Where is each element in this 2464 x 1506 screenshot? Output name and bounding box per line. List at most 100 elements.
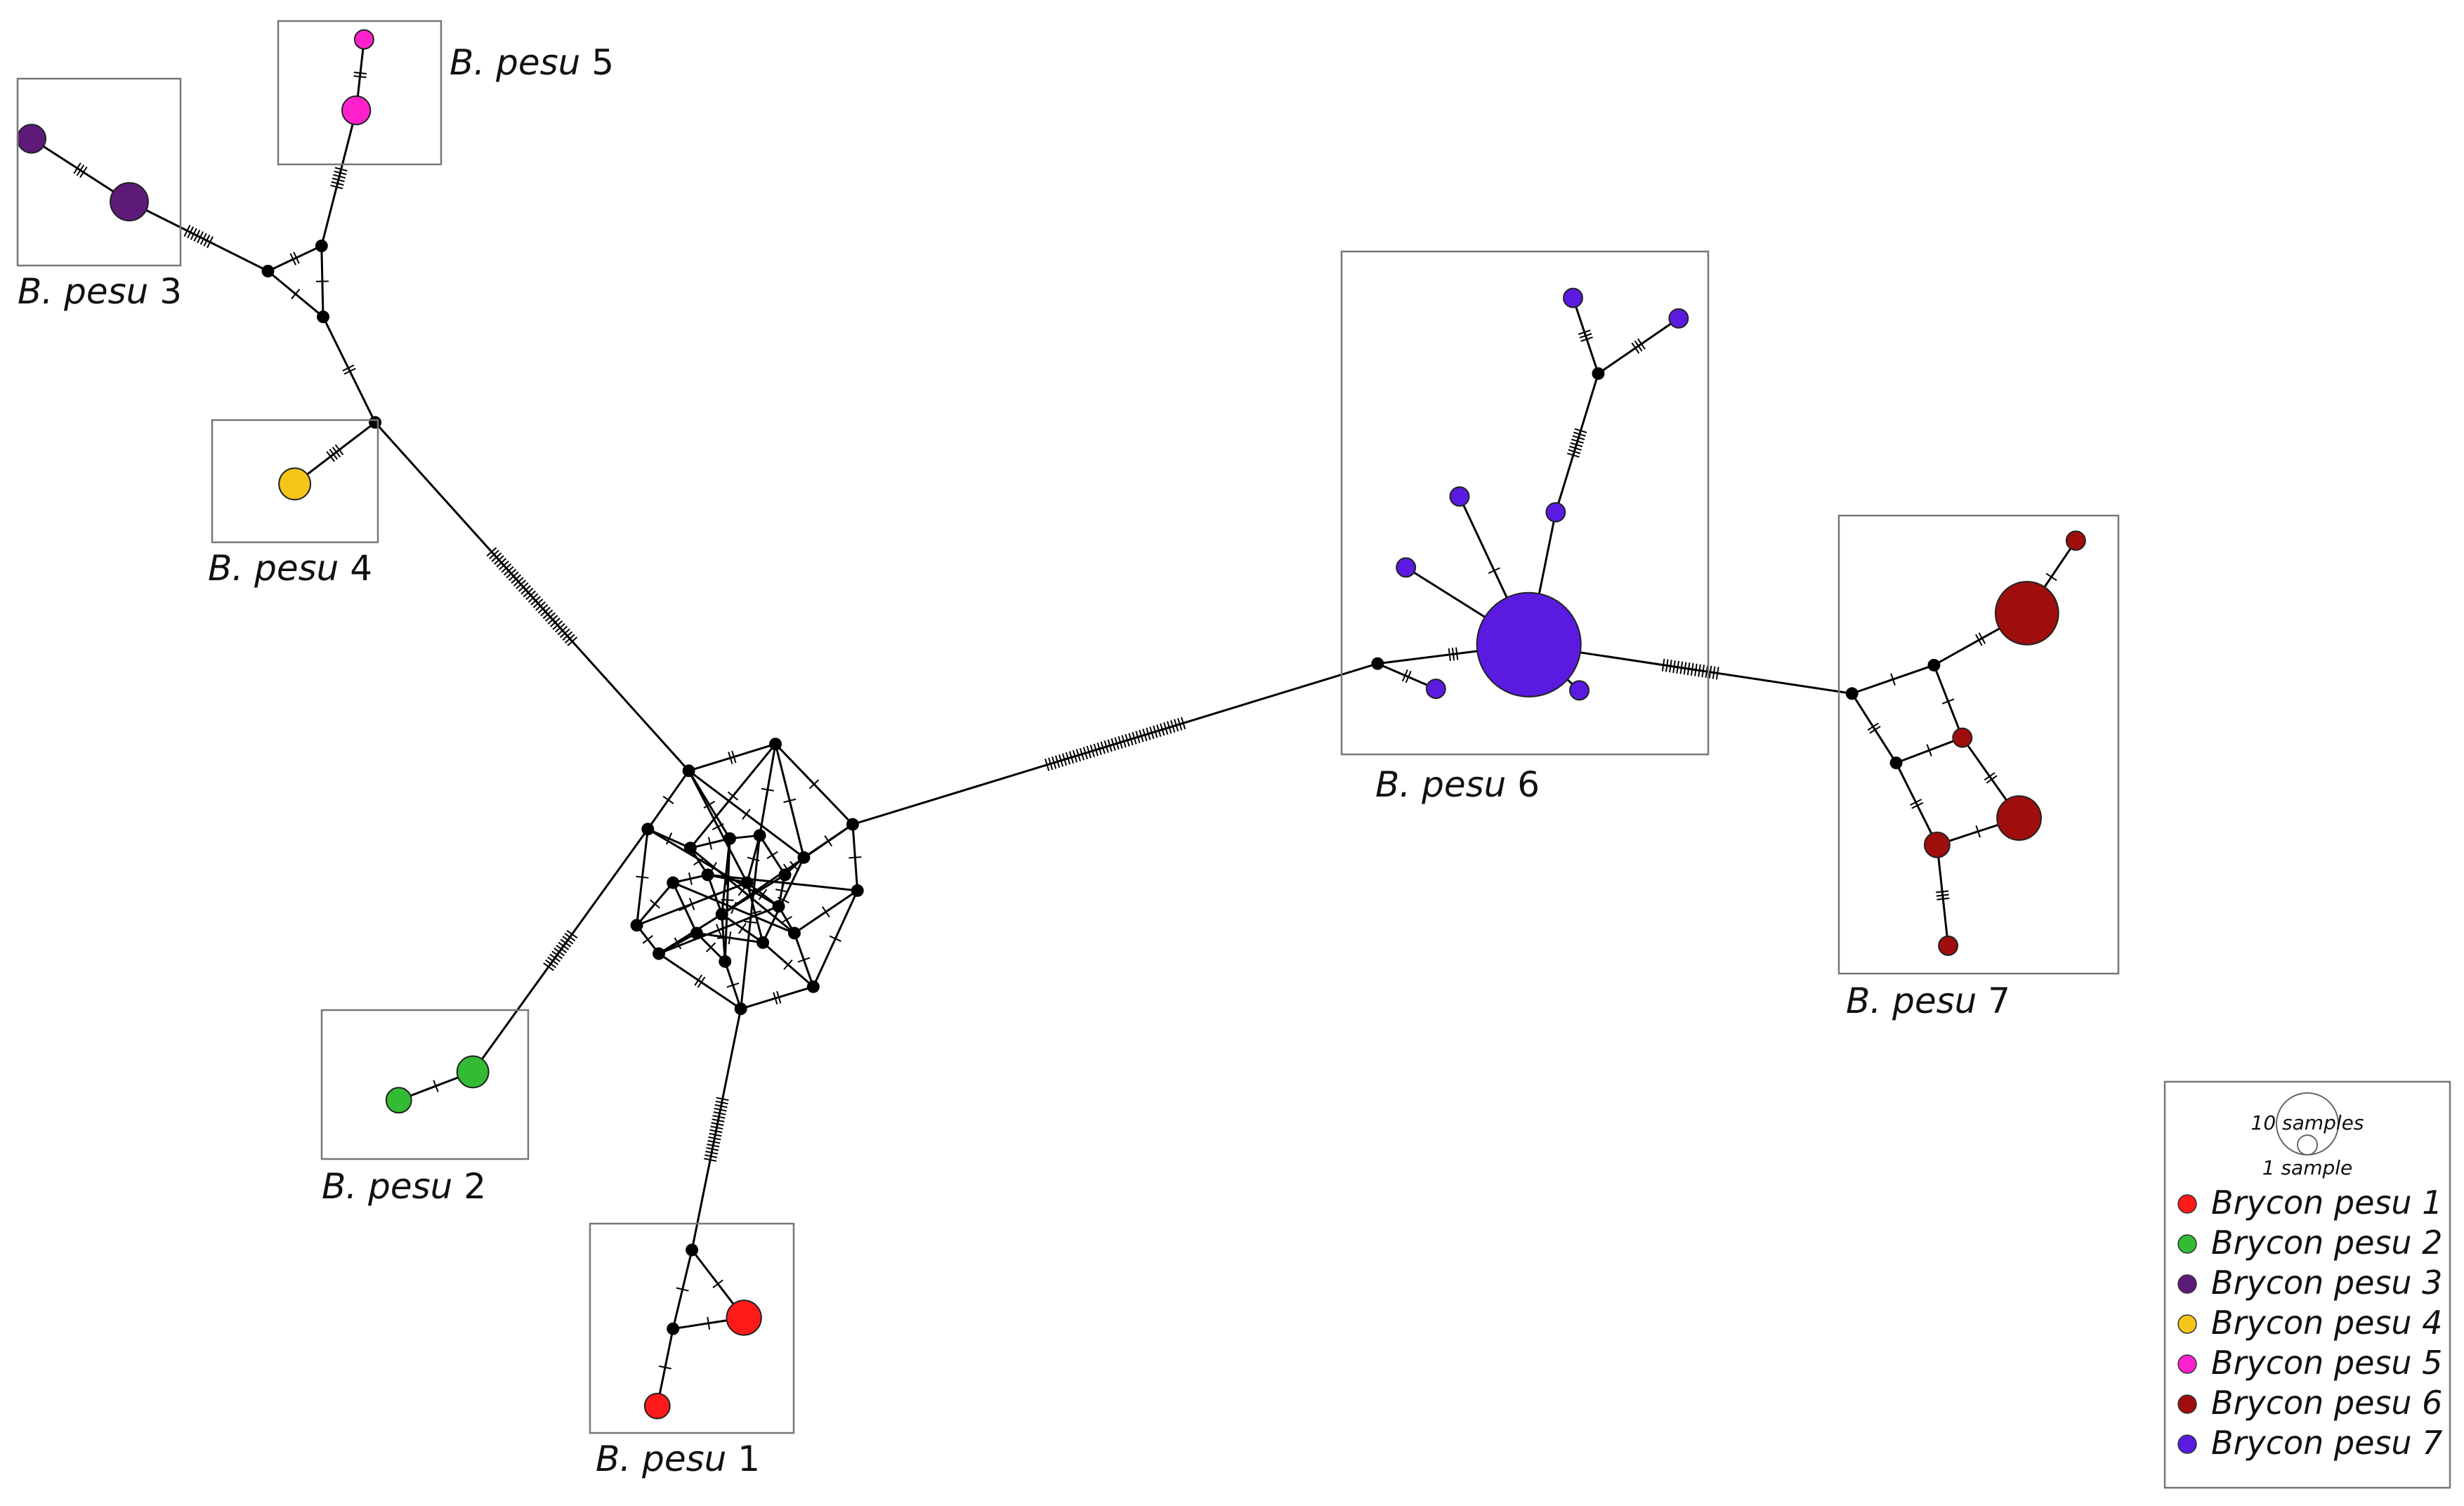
mutation-tick [1679,661,1684,674]
haplotype-node-g3 [110,182,149,222]
mutation-tick [547,956,558,965]
network-edge [740,986,814,1010]
median-vector-node [734,1002,747,1016]
mutation-tick [708,1136,721,1141]
median-vector-node [778,868,792,882]
haplotype-node-g6 [1563,287,1583,308]
mutation-tick [712,1279,723,1289]
mutation-tick [550,617,561,627]
mutation-tick [707,1143,720,1148]
mutation-tick [1110,738,1116,751]
mutation-tick [721,898,734,901]
mutation-tick [1705,665,1709,679]
legend-label: Brycon pesu 6 [2211,1384,2442,1422]
mutation-tick [712,1115,726,1119]
group-label-5: B. pesu 5 [450,42,614,83]
mutation-tick [1058,754,1064,767]
mutation-tick [642,935,654,944]
mutation-tick [829,935,841,942]
median-vector-node [772,900,785,913]
mutation-tick [1044,758,1050,771]
mutation-tick [291,288,301,300]
mutation-ticks [73,72,2057,1370]
mutation-tick [710,1125,723,1130]
haplotype-node-g6 [1569,680,1590,701]
mutation-tick [1683,662,1687,675]
mutation-tick [1694,663,1698,676]
network-edge [267,244,322,273]
mutation-tick [1978,632,1986,645]
mutation-tick [789,860,799,872]
mutation-tick [525,590,536,601]
mutation-tick [491,552,502,563]
mutation-tick [183,224,191,237]
mutation-tick [748,910,761,915]
mutation-tick [433,1080,439,1092]
network-edge [658,952,742,1010]
mutation-tick [780,915,793,924]
mutation-tick [1708,665,1712,679]
network-edge [852,662,1378,826]
mutation-tick [1125,733,1130,747]
mutation-tick [714,1104,728,1108]
mutation-tick [688,898,695,910]
median-vector-node [753,829,766,842]
mutation-tick [496,558,507,568]
mutation-tick [1177,718,1183,731]
mutation-tick [709,1132,722,1137]
network-edge [322,316,376,424]
mutation-tick [1149,726,1155,740]
mutation-tick [486,546,497,557]
mutation-tick [797,957,811,963]
network-edge [1554,373,1599,513]
mutation-tick [1578,329,1591,335]
mutation-tick [697,976,706,988]
median-vector-node [846,818,859,831]
mutation-tick [551,950,563,960]
mutation-tick [527,593,539,603]
mutation-tick [1661,658,1665,672]
median-vector-node [788,926,801,940]
mutation-tick [1139,729,1144,742]
mutation-tick [513,577,524,587]
haplotype-node-g3 [16,124,47,154]
group-box-1 [589,1222,795,1434]
mutation-tick [1174,719,1179,732]
mutation-tick [1890,673,1896,686]
haplotype-node-g1 [643,1392,671,1420]
mutation-tick [783,798,797,804]
mutation-tick [649,899,660,909]
median-vector-node [1371,657,1384,670]
mutation-tick [1936,890,1949,893]
mutation-tick [207,236,214,249]
mutation-tick [738,922,747,934]
mutation-tick [1072,749,1078,763]
mutation-tick [726,982,740,988]
mutation-tick [193,229,201,242]
mutation-tick [549,953,561,962]
mutation-tick [329,448,339,460]
mutation-tick [1715,667,1719,680]
mutation-tick [2045,572,2057,582]
mutation-tick [1580,336,1593,342]
mutation-tick [506,568,517,579]
mutation-tick [567,636,578,646]
group-label-1: B. pesu 1 [596,1439,760,1479]
mutation-tick [703,801,716,809]
mutation-tick [666,832,673,845]
mutation-tick [775,889,789,893]
mutation-tick [713,1111,726,1115]
mutation-tick [674,937,682,950]
network-edge [294,421,376,485]
mutation-tick [766,851,778,860]
mutation-tick [1911,801,1924,809]
mutation-tick [707,1316,711,1330]
mutation-tick [1061,753,1068,766]
group-box-3 [16,77,182,267]
legend-label: Brycon pesu 4 [2211,1304,2442,1342]
mutation-tick [1975,634,1983,646]
haplotype-node-g2 [456,1055,490,1089]
mutation-tick [705,1151,719,1155]
legend-label: Brycon pesu 2 [2211,1224,2442,1262]
legend-scale-large-label: 10 samples [2251,1111,2364,1134]
